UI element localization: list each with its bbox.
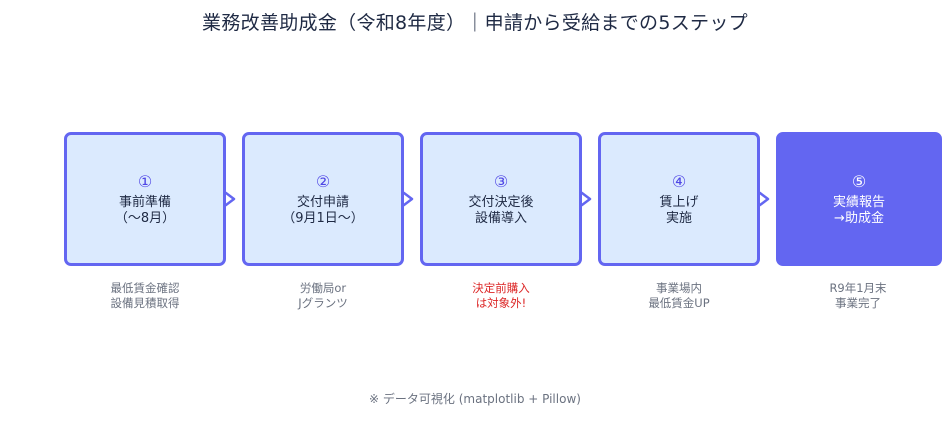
step-note-5-line1: R9年1月末 (829, 281, 887, 295)
step-label-1-line2: （〜8月） (114, 210, 176, 226)
step-label-2-line1: 交付申請 (296, 194, 349, 210)
arrow-right-icon (224, 191, 236, 207)
step-note-5: R9年1月末 事業完了 (776, 281, 940, 311)
footer-caption: ※ データ可視化 (matplotlib + Pillow) (369, 392, 581, 406)
step-label-1-line1: 事前準備 (118, 194, 171, 210)
step-number-5: ⑤ (851, 171, 867, 191)
step-label-5-line2: →助成金 (834, 210, 884, 226)
arrow-right-icon (758, 191, 770, 207)
step-note-3-warning: 決定前購入 は対象外! (419, 281, 583, 311)
step-note-3-line1: 決定前購入 (472, 281, 530, 295)
step-note-2: 労働局or Jグランツ (241, 281, 405, 311)
step-box-1: ① 事前準備 （〜8月） (64, 132, 226, 266)
step-number-4: ④ (671, 171, 687, 191)
arrow-right-icon (580, 191, 592, 207)
step-note-4: 事業場内 最低賃金UP (597, 281, 761, 311)
step-note-4-line1: 事業場内 (656, 281, 702, 295)
step-label-4-line2: 実施 (665, 210, 692, 226)
step-note-1-line1: 最低賃金確認 (110, 281, 180, 295)
step-box-2: ② 交付申請 （9月1日〜） (242, 132, 404, 266)
step-box-3: ③ 交付決定後 設備導入 (420, 132, 582, 266)
step-note-1-line2: 設備見積取得 (110, 296, 180, 310)
step-note-2-line2: Jグランツ (298, 296, 348, 310)
step-box-4: ④ 賃上げ 実施 (598, 132, 760, 266)
step-label-5-line1: 実績報告 (832, 194, 885, 210)
step-number-1: ① (137, 171, 153, 191)
arrow-right-icon (402, 191, 414, 207)
step-note-4-line2: 最低賃金UP (648, 296, 710, 310)
step-note-1: 最低賃金確認 設備見積取得 (63, 281, 227, 311)
step-note-5-line2: 事業完了 (835, 296, 881, 310)
diagram-title: 業務改善助成金（令和8年度）｜申請から受給までの5ステップ (202, 12, 748, 34)
step-label-3-line1: 交付決定後 (468, 194, 534, 210)
step-label-2-line2: （9月1日〜） (282, 210, 364, 226)
step-number-2: ② (315, 171, 331, 191)
step-box-5: ⑤ 実績報告 →助成金 (776, 132, 942, 266)
step-number-3: ③ (493, 171, 509, 191)
step-label-3-line2: 設備導入 (474, 210, 527, 226)
step-note-2-line1: 労働局or (299, 281, 347, 295)
step-note-3-line2: は対象外! (475, 296, 527, 310)
step-label-4-line1: 賃上げ (659, 194, 699, 210)
